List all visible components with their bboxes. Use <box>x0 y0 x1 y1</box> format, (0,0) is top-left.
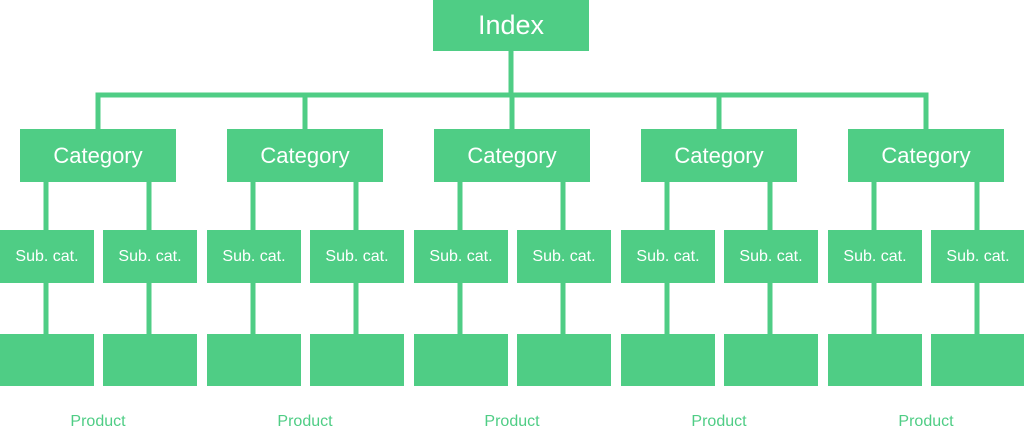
category-node-2-label: Category <box>260 142 350 168</box>
category-node-3: Category <box>434 129 590 182</box>
subcategory-node-1-2-label: Sub. cat. <box>118 247 182 265</box>
product-label-4: Product <box>691 413 747 430</box>
product-box-5-2 <box>931 334 1024 386</box>
product-label-1: Product <box>70 413 126 430</box>
subcategory-node-5-1-label: Sub. cat. <box>843 247 907 265</box>
subcategory-node-3-1: Sub. cat. <box>414 230 508 283</box>
product-box-3-1 <box>414 334 508 386</box>
category-node-5-label: Category <box>881 142 971 168</box>
subcategory-node-4-2-label: Sub. cat. <box>739 247 803 265</box>
subcategory-node-2-2-label: Sub. cat. <box>325 247 389 265</box>
category-node-4-label: Category <box>674 142 764 168</box>
subcategory-node-3-2-label: Sub. cat. <box>532 247 596 265</box>
product-box-4-2 <box>724 334 818 386</box>
subcategory-node-4-1-label: Sub. cat. <box>636 247 700 265</box>
product-label-3: Product <box>484 413 540 430</box>
subcategory-node-3-2: Sub. cat. <box>517 230 611 283</box>
subcategory-node-1-1: Sub. cat. <box>0 230 94 283</box>
index-node: Index <box>433 0 589 51</box>
subcategory-node-4-1: Sub. cat. <box>621 230 715 283</box>
product-box-4-1 <box>621 334 715 386</box>
subcategory-node-1-1-label: Sub. cat. <box>15 247 79 265</box>
product-label-5: Product <box>898 413 954 430</box>
product-box-5-1 <box>828 334 922 386</box>
product-box-3-2 <box>517 334 611 386</box>
category-node-1: Category <box>20 129 176 182</box>
product-label-2: Product <box>277 413 333 430</box>
subcategory-node-4-2: Sub. cat. <box>724 230 818 283</box>
subcategory-node-5-2-label: Sub. cat. <box>946 247 1010 265</box>
subcategory-node-2-1-label: Sub. cat. <box>222 247 286 265</box>
product-box-1-2 <box>103 334 197 386</box>
subcategory-node-2-1: Sub. cat. <box>207 230 301 283</box>
category-node-4: Category <box>641 129 797 182</box>
category-node-2: Category <box>227 129 383 182</box>
product-box-2-2 <box>310 334 404 386</box>
category-node-1-label: Category <box>53 142 143 168</box>
subcategory-node-5-2: Sub. cat. <box>931 230 1024 283</box>
product-box-2-1 <box>207 334 301 386</box>
subcategory-node-1-2: Sub. cat. <box>103 230 197 283</box>
product-box-1-1 <box>0 334 94 386</box>
category-node-5: Category <box>848 129 1004 182</box>
subcategory-node-3-1-label: Sub. cat. <box>429 247 493 265</box>
subcategory-node-2-2: Sub. cat. <box>310 230 404 283</box>
index-node-label: Index <box>477 10 545 40</box>
subcategory-node-5-1: Sub. cat. <box>828 230 922 283</box>
category-node-3-label: Category <box>467 142 557 168</box>
